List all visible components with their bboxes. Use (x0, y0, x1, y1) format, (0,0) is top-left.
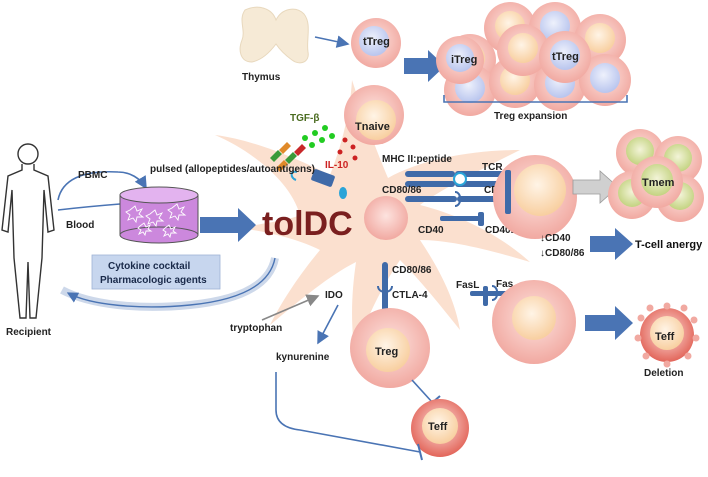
culture-dish (119, 186, 199, 244)
down-cd40-label: ↓CD40 (540, 233, 571, 244)
kynurenine-inhibit-bar (417, 443, 423, 461)
fas-label: Fas (496, 279, 514, 290)
pulsed-label: pulsed (allopeptides/autoantigens) (150, 164, 315, 175)
t-cell-synapse-nucleus (514, 164, 566, 216)
ttreg-label: tTreg (363, 36, 390, 48)
thymus-label: Thymus (242, 72, 281, 83)
ido-label: IDO (325, 290, 343, 301)
tcell-membrane-receptors (505, 170, 511, 214)
cocktail-line-1: Cytokine cocktail (108, 261, 190, 272)
block-arrow-anergy (590, 228, 633, 260)
down-cd80-label: ↓CD80/86 (540, 248, 585, 259)
cocktail-box (91, 254, 221, 290)
treg-mid-nucleus (366, 328, 410, 372)
teff-deletion-label: Teff (655, 331, 675, 343)
cluster-ttreg-label: tTreg (552, 51, 579, 63)
tgf-beta-dots (302, 125, 335, 148)
tmem-cluster (608, 129, 704, 222)
deletion-label: Deletion (644, 368, 683, 379)
ttreg-nucleus (359, 26, 389, 56)
anergy-label: T-cell anergy (635, 239, 703, 251)
tnaive-nucleus (356, 100, 396, 140)
dc-nucleus (364, 196, 408, 240)
thymus-organ (239, 6, 309, 64)
tnaive-label: Tnaive (355, 121, 390, 133)
receptor-hook-icon (290, 170, 298, 181)
arrow-ido-kynurenine (317, 304, 339, 345)
il10-dots (337, 137, 358, 161)
ctla4-label: CTLA-4 (392, 290, 428, 301)
kynurenine-label: kynurenine (276, 352, 330, 363)
cd40-receptor (440, 212, 484, 226)
ctla4-receptor (377, 262, 393, 312)
pbmc-label: PBMC (78, 170, 107, 181)
return-arrow (66, 257, 276, 308)
mhc-label: MHC II:peptide (382, 154, 452, 165)
recipient-figure (1, 143, 55, 319)
teff-bottom-label: Teff (428, 421, 448, 433)
arrow-thymus-ttreg (314, 35, 350, 48)
cd80-86-label-b: CD80/86 (392, 265, 432, 276)
block-arrow-deletion (585, 306, 633, 340)
block-arrow-expansion (404, 50, 445, 82)
arrow-blood-pbmc (57, 170, 147, 201)
toldc-title: tolDC (262, 205, 353, 243)
treg-mid-label: Treg (375, 346, 398, 358)
teff-apoptotic-cell (634, 302, 700, 368)
il10-label: IL-10 (325, 160, 349, 171)
recipient-label: Recipient (6, 327, 52, 338)
treg-expansion-label: Treg expansion (494, 111, 567, 122)
inhibit-line (411, 379, 433, 403)
tgf-receptor-arrows (270, 142, 306, 172)
tcr-label: TCR (482, 162, 503, 173)
itreg-label: iTreg (451, 54, 477, 66)
block-arrow-toldc (200, 208, 256, 242)
cd40l-label: CD40L (485, 225, 517, 236)
tryptophan-label: tryptophan (230, 323, 282, 334)
tmem-label: Tmem (642, 177, 675, 189)
cd80-86-label-a: CD80/86 (382, 185, 422, 196)
teff-fas-nucleus (512, 296, 556, 340)
il10-receptor (311, 169, 335, 187)
arrow-tryptophan-ido (261, 294, 320, 321)
blood-line (57, 203, 121, 211)
cocktail-line-2: Pharmacologic agents (100, 275, 207, 286)
fasl-label: FasL (456, 280, 479, 291)
expansion-bracket (443, 95, 628, 103)
teff-bottom-nucleus (422, 408, 458, 444)
kynurenine-inhibit-line (275, 372, 421, 453)
blood-label: Blood (66, 220, 94, 231)
treg-cluster (436, 2, 631, 116)
il10-receptor-end (339, 187, 347, 199)
cd40-label: CD40 (418, 225, 444, 236)
tgf-beta-label: TGF-β (290, 113, 319, 124)
mhc-tcr-receptor (405, 171, 505, 187)
